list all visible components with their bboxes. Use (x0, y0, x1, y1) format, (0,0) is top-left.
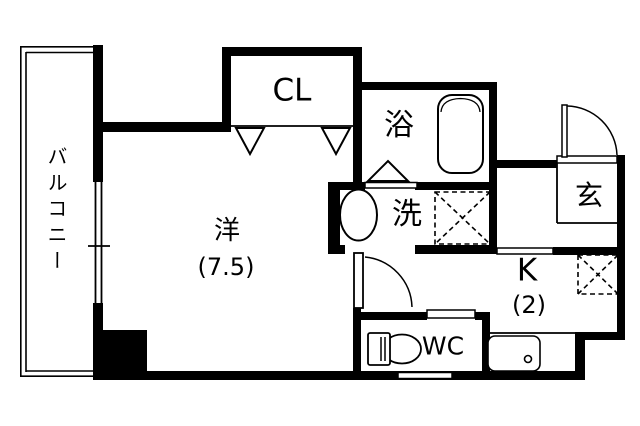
wall-bath-top (362, 82, 497, 90)
toilet-tank-icon (367, 332, 391, 366)
wall-top-west-room (93, 122, 231, 132)
bath-door-triangle-icon (365, 159, 411, 182)
kitchen-size: (2) (512, 291, 546, 319)
wall-wc-top-left (353, 312, 427, 320)
closet-triangle-icon (234, 127, 266, 157)
hall-door (353, 252, 413, 309)
wall-hall-kitchen (553, 247, 625, 255)
wall-closet-left (222, 47, 231, 128)
wall-step-horizontal (575, 332, 625, 340)
closet-triangle-icon (320, 127, 352, 157)
wall-wc-right (482, 312, 490, 380)
bath-label: 浴 (384, 108, 414, 143)
bath-door-mark (364, 159, 418, 189)
thin-lines (88, 125, 617, 334)
wall-bath-bottom (415, 182, 497, 190)
wall-left-lower (93, 303, 103, 333)
toilet-label: WC (421, 331, 465, 361)
wall-step-vertical (575, 332, 585, 380)
balcony-label: バルコニー (44, 146, 68, 276)
openings (397, 155, 618, 380)
washing-machine-pan-icon (434, 191, 491, 245)
western-room-size: (7.5) (197, 253, 255, 281)
wall-washroom-bottom-left (328, 245, 345, 254)
wall-left-upper (93, 45, 103, 182)
washroom-label: 洗 (392, 197, 422, 232)
walls (93, 45, 625, 380)
hall-kitchen-opening (496, 247, 554, 255)
entrance-door-arc (566, 105, 618, 156)
kitchen-sink-drain (523, 354, 533, 364)
western-room-label: 洋 (213, 216, 241, 246)
entrance-door-leaf (561, 104, 568, 158)
fixtures (339, 94, 619, 372)
entrance-label: 玄 (574, 179, 604, 212)
wall-washroom-left (328, 182, 340, 253)
wall-washroom-bottom-right (415, 245, 497, 254)
bath-door-track (364, 181, 418, 189)
wall-entrance-top (489, 160, 557, 168)
entrance-door (561, 104, 618, 158)
washbasin-icon (339, 188, 378, 242)
wall-bottom (93, 371, 585, 380)
pillar (93, 330, 147, 378)
kitchen-sink-icon (487, 335, 541, 372)
wc-window (397, 371, 453, 380)
kitchen-label: K (516, 252, 538, 289)
bathtub-inner-line (440, 97, 481, 113)
wall-wc-left (353, 308, 361, 380)
refrigerator-space-icon (577, 254, 619, 295)
wall-closet-top (222, 47, 362, 56)
hall-door-leaf (353, 252, 364, 309)
closet-label: CL (272, 72, 312, 109)
hall-door-arc (364, 256, 413, 308)
closet-door-marks (234, 127, 352, 157)
wall-closet-right-bath-left (353, 47, 362, 190)
wall-right (617, 155, 625, 340)
wall-washroom-top-left (328, 182, 365, 190)
balcony-outline (19, 45, 95, 378)
wc-door-opening (426, 309, 476, 319)
entrance-doorway-sill (556, 155, 618, 164)
bathtub-icon (437, 94, 484, 174)
